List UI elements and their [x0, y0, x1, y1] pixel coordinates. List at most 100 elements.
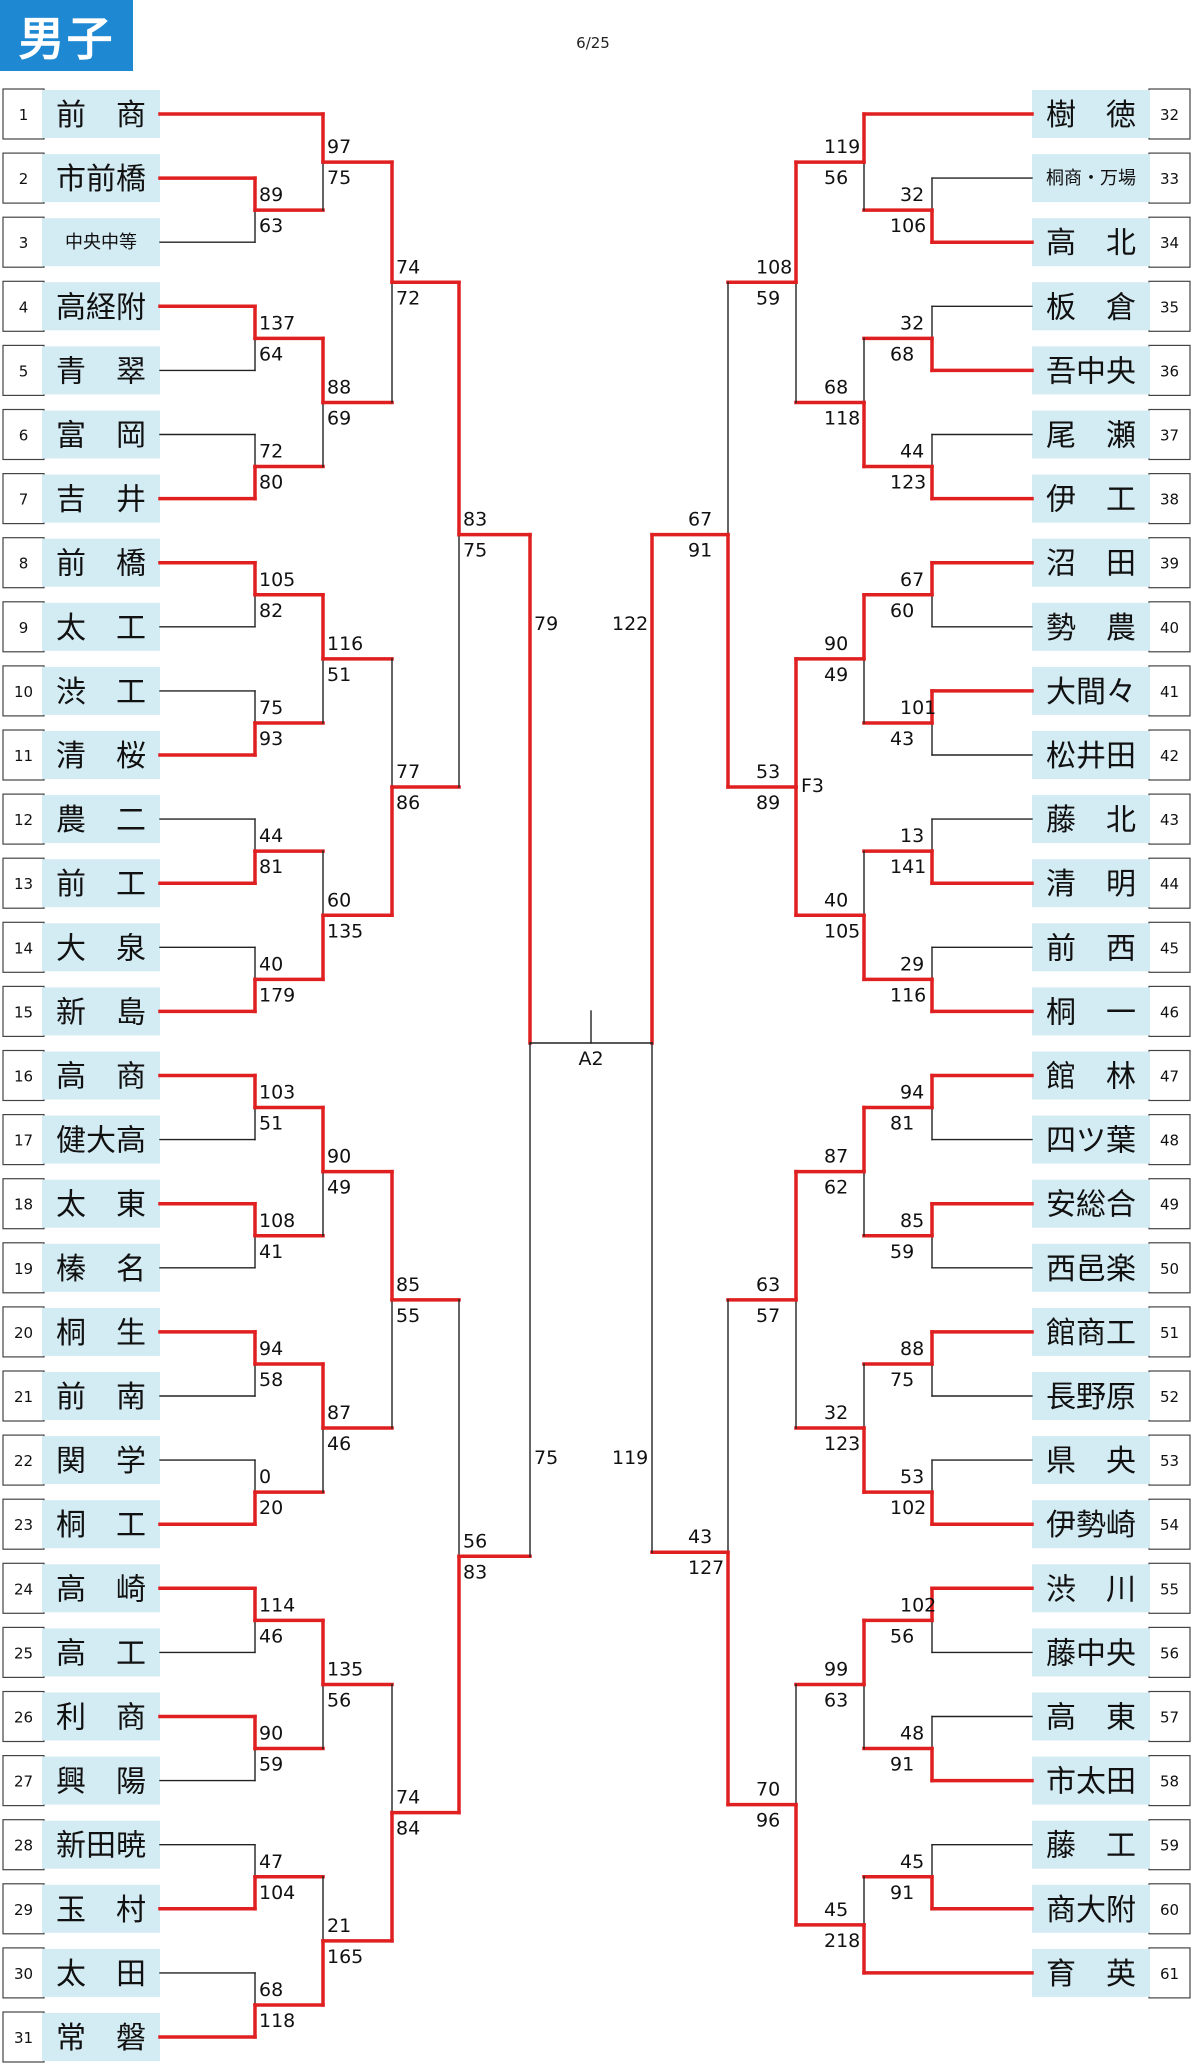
match-score: 108	[756, 256, 792, 278]
seed-number: 58	[1160, 1773, 1179, 1791]
category-title: 男子	[18, 11, 115, 66]
team-name: 高 東	[1046, 1701, 1136, 1736]
team-name: 館 林	[1046, 1060, 1136, 1095]
seed-number: 36	[1160, 362, 1179, 380]
match-score: 49	[327, 1177, 351, 1199]
seed-number: 21	[14, 1388, 33, 1406]
team-name: 勢 農	[1046, 611, 1136, 646]
team-name-box	[42, 1436, 160, 1485]
team-name: 樹 徳	[1046, 98, 1136, 133]
team-name-box	[1032, 1307, 1150, 1356]
team-name-box	[42, 538, 160, 587]
team-name-box	[1032, 1948, 1150, 1997]
seed-box	[2, 344, 45, 396]
seed-number: 30	[14, 1965, 33, 1983]
seed-number: 20	[14, 1324, 33, 1342]
seed-box	[1148, 216, 1191, 268]
seed-number: 49	[1160, 1196, 1179, 1214]
seed-box	[1148, 1754, 1191, 1807]
seed-number: 27	[14, 1773, 33, 1791]
team-name: 榛 名	[56, 1252, 146, 1287]
seed-box	[2, 665, 45, 717]
team-name: 県 央	[1046, 1444, 1136, 1479]
match-score: 81	[890, 1113, 914, 1135]
seed-box	[2, 408, 45, 461]
seed-number: 25	[14, 1644, 33, 1662]
team-name: 渋 川	[1046, 1572, 1136, 1607]
team-name: 新田暁	[56, 1829, 146, 1864]
seed-box	[2, 1562, 45, 1614]
team-entry: 21 前 南	[2, 1370, 160, 1422]
match-score: 47	[259, 1851, 283, 1873]
team-name-box	[1032, 859, 1150, 908]
team-name: 前 南	[56, 1380, 146, 1415]
seed-number: 53	[1160, 1452, 1179, 1470]
match-score: 85	[900, 1210, 924, 1232]
seed-number: 29	[14, 1901, 33, 1919]
team-name-box	[42, 1628, 160, 1677]
match-score: 43	[890, 728, 914, 750]
team-name-box	[42, 1948, 160, 1997]
match-score: 56	[463, 1530, 487, 1552]
team-name: 健大高	[56, 1124, 146, 1159]
seed-box	[1148, 1049, 1191, 1102]
team-name-box	[1032, 923, 1150, 972]
team-name: 高 北	[1046, 226, 1136, 261]
seed-number: 56	[1160, 1644, 1179, 1662]
seed-number: 28	[14, 1837, 33, 1855]
seed-number: 54	[1160, 1516, 1179, 1534]
team-name: 尾 瀬	[1046, 419, 1136, 454]
team-name-box	[42, 1115, 160, 1164]
match-score: 67	[688, 509, 712, 531]
team-name: 長野原	[1046, 1380, 1136, 1415]
seed-number: 47	[1160, 1068, 1179, 1086]
team-name: 新 島	[56, 995, 146, 1030]
team-name-box	[42, 410, 160, 459]
team-name-box	[1032, 666, 1150, 715]
match-score: 20	[259, 1497, 283, 1519]
team-entry: 32樹 徳	[1032, 88, 1191, 140]
team-name: 藤 北	[1046, 803, 1136, 838]
team-name: 吉 井	[56, 483, 146, 518]
match-score: 0	[259, 1466, 271, 1488]
seed-box	[2, 1819, 45, 1871]
team-entry: 44清 明	[1032, 857, 1191, 909]
match-score: 108	[259, 1210, 295, 1232]
match-score: 63	[824, 1689, 848, 1711]
team-name-box	[1032, 1628, 1150, 1677]
team-name-box	[1032, 602, 1150, 651]
match-score: 101	[900, 697, 936, 719]
seed-number: 4	[19, 298, 29, 316]
seed-box	[2, 1242, 45, 1294]
seed-number: 43	[1160, 811, 1179, 829]
match-score: 44	[259, 825, 283, 847]
match-score: 74	[396, 1787, 420, 1809]
team-name: 興 陽	[56, 1765, 146, 1800]
team-name: 板 倉	[1046, 290, 1136, 325]
seed-box	[1148, 1947, 1191, 1999]
team-entry: 59藤 工	[1032, 1819, 1191, 1871]
match-score: 105	[259, 569, 295, 591]
seed-number: 39	[1160, 555, 1179, 573]
match-score: 40	[259, 953, 283, 975]
seed-number: 55	[1160, 1580, 1179, 1598]
team-entry: 27 興 陽	[2, 1754, 160, 1807]
match-score: 29	[900, 953, 924, 975]
match-score: 85	[396, 1274, 420, 1296]
team-name: 沼 田	[1046, 547, 1136, 582]
team-name: 桐商・万場	[1046, 168, 1136, 189]
seed-number: 51	[1160, 1324, 1179, 1342]
match-score: 32	[900, 184, 924, 206]
seed-number: 42	[1160, 747, 1179, 765]
